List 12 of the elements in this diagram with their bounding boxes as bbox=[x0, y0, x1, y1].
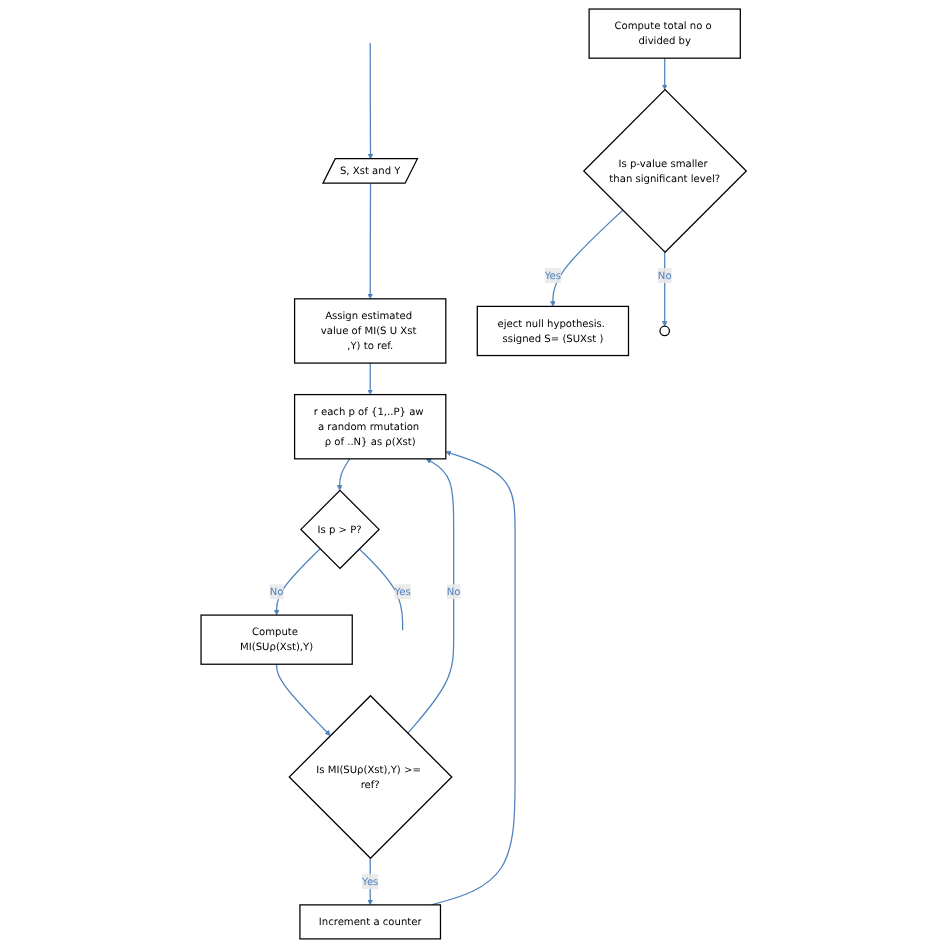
arrow bbox=[662, 251, 668, 327]
arrow bbox=[662, 57, 668, 90]
arrow bbox=[276, 663, 331, 736]
arrow bbox=[550, 209, 624, 307]
arrow bbox=[337, 458, 351, 491]
arrow bbox=[407, 458, 455, 734]
arrow bbox=[367, 362, 374, 395]
node-circle bbox=[659, 325, 671, 337]
arrow bbox=[431, 450, 516, 906]
arrow bbox=[367, 182, 374, 300]
arrow bbox=[368, 42, 374, 160]
connector bbox=[358, 548, 404, 631]
